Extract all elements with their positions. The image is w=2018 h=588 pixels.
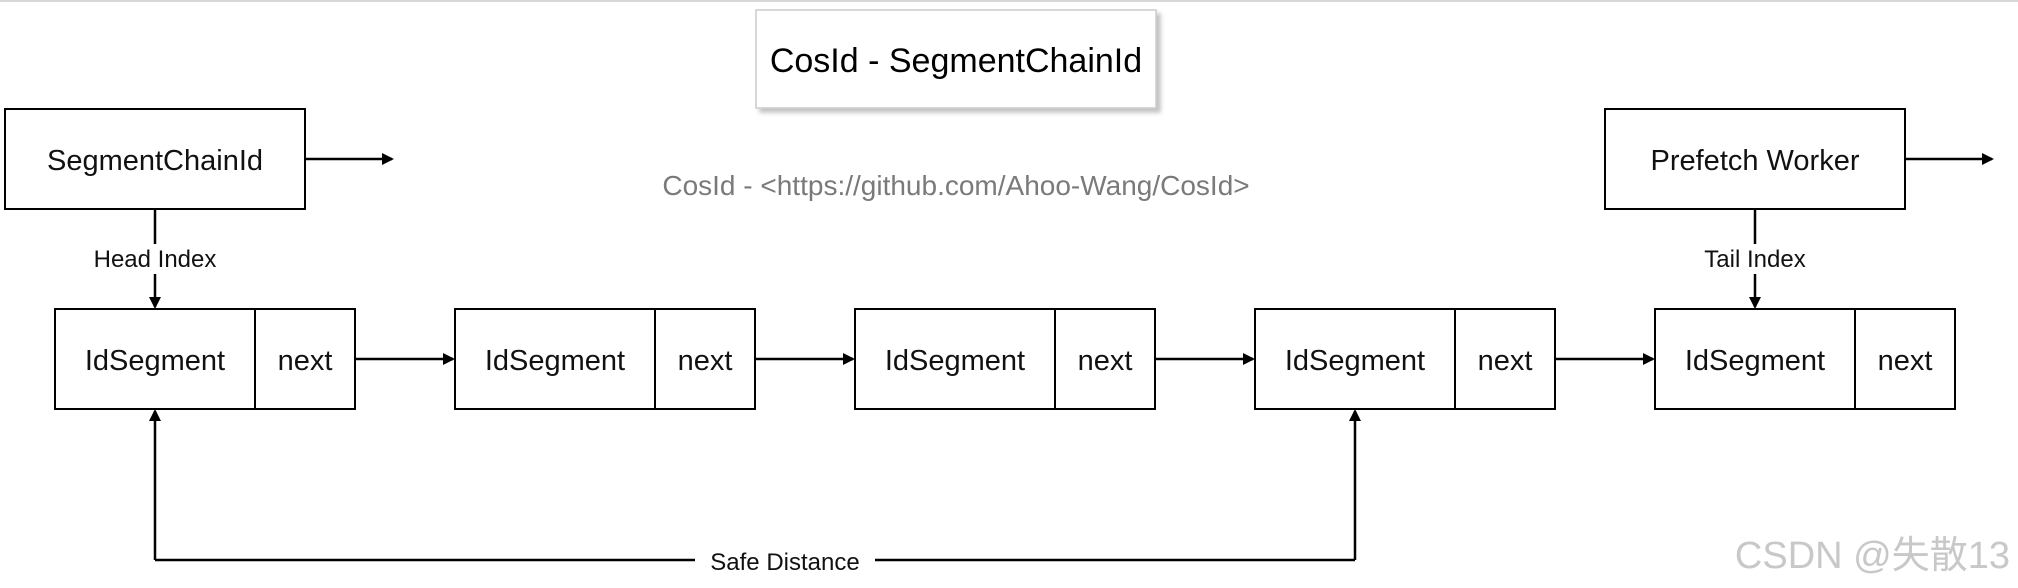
- tail-index-label: Tail Index: [1704, 246, 1805, 273]
- next-pointer-label: next: [278, 345, 333, 377]
- next-pointer-label: next: [1478, 345, 1533, 377]
- diagram-title: CosId - SegmentChainId: [770, 42, 1142, 80]
- id-segment-node-2: IdSegment next: [454, 308, 756, 410]
- id-segment-label: IdSegment: [885, 345, 1025, 377]
- next-pointer-label: next: [678, 345, 733, 377]
- repo-link-text: CosId - <https://github.com/Ahoo-Wang/Co…: [662, 170, 1249, 201]
- id-segment-label: IdSegment: [1685, 345, 1825, 377]
- segment-chain-id-box: SegmentChainId: [4, 108, 306, 210]
- next-pointer-label: next: [1878, 345, 1933, 377]
- segment-chain-id-label: SegmentChainId: [47, 145, 263, 177]
- id-segment-label: IdSegment: [85, 345, 225, 377]
- title-box: CosId - SegmentChainId: [755, 9, 1157, 109]
- next-pointer-label: next: [1078, 345, 1133, 377]
- id-segment-node-5: IdSegment next: [1654, 308, 1956, 410]
- safe-distance-label: Safe Distance: [710, 549, 859, 576]
- id-segment-label: IdSegment: [485, 345, 625, 377]
- id-segment-node-3: IdSegment next: [854, 308, 1156, 410]
- watermark-text: CSDN @失散13: [1735, 535, 2010, 577]
- id-segment-node-1: IdSegment next: [54, 308, 356, 410]
- prefetch-worker-label: Prefetch Worker: [1651, 145, 1860, 177]
- prefetch-worker-box: Prefetch Worker: [1604, 108, 1906, 210]
- head-index-label: Head Index: [94, 246, 217, 273]
- id-segment-label: IdSegment: [1285, 345, 1425, 377]
- id-segment-node-4: IdSegment next: [1254, 308, 1556, 410]
